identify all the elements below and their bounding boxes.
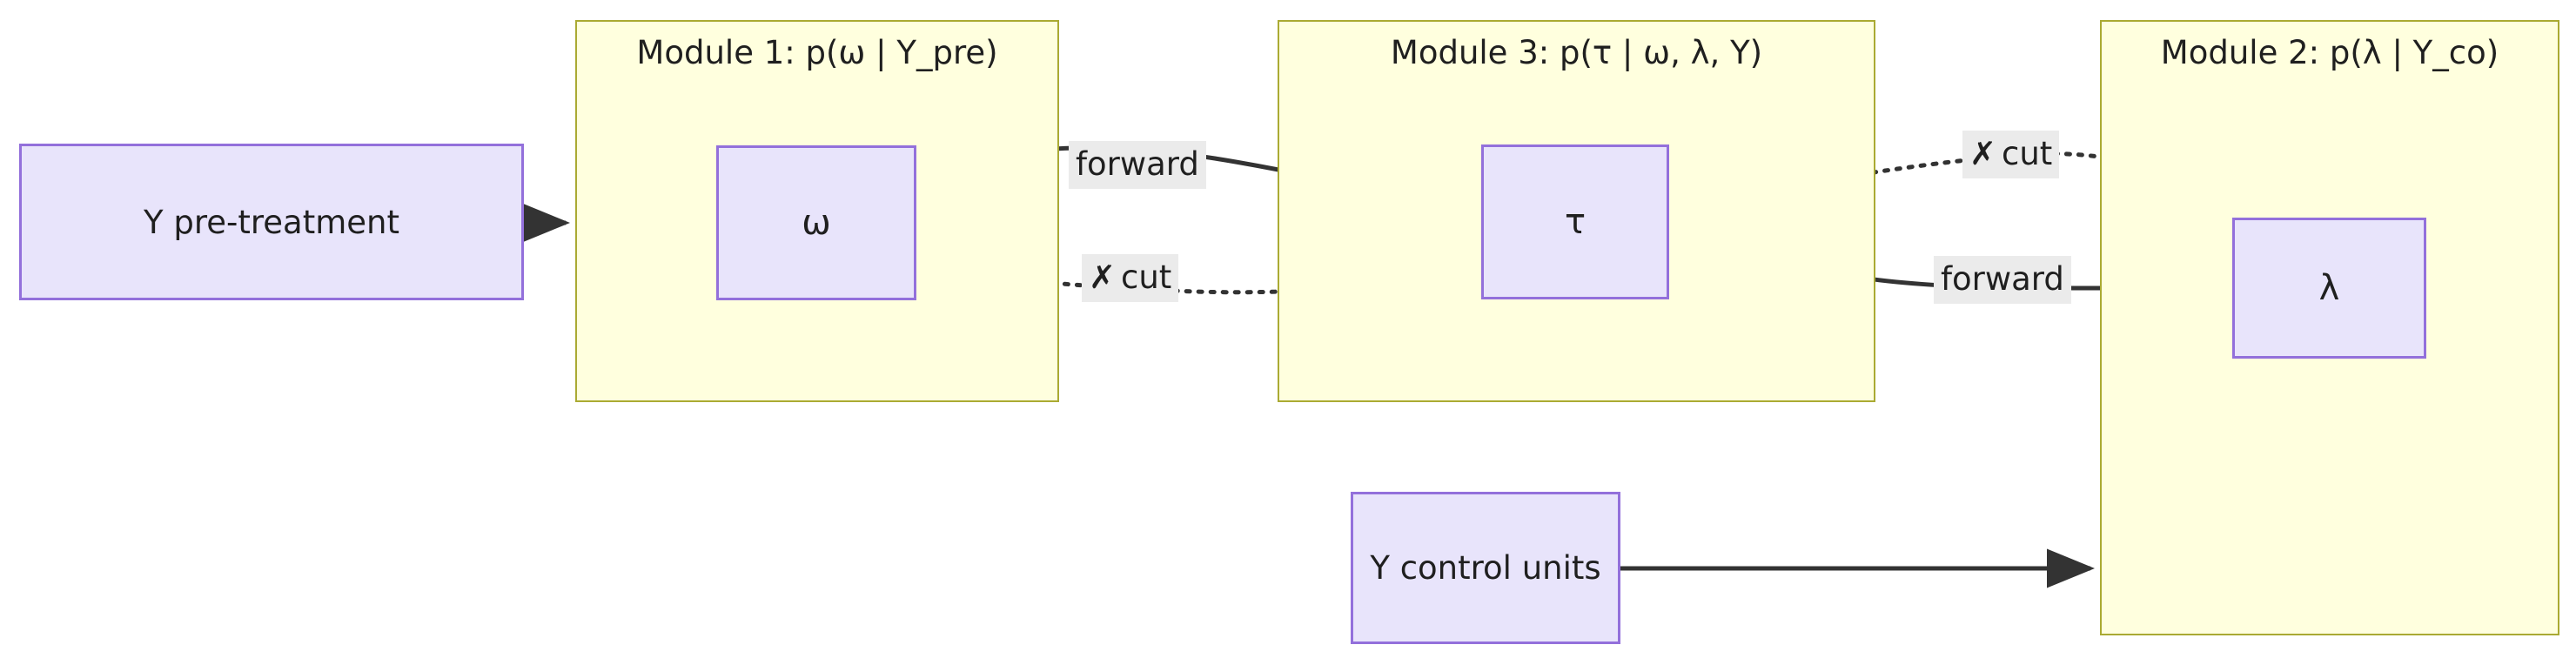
cut-mark-icon-tau-omega: ✗: [1089, 259, 1117, 296]
node-label-tau: τ: [1564, 202, 1587, 242]
edge-label-text-forward-lambda-tau: forward: [1941, 260, 2064, 298]
module-title-module2: Module 2: p(λ | Y_co): [2160, 34, 2499, 71]
node-omega[interactable]: ω: [716, 145, 916, 300]
node-label-y-control-units: Y control units: [1370, 549, 1601, 587]
edge-label-text-forward-omega-tau: forward: [1076, 145, 1199, 183]
edge-label-tau-to-omega: ✗cut: [1082, 254, 1179, 302]
edge-label-text-cut-tau-lambda: cut: [2002, 135, 2053, 172]
module-title-module1: Module 1: p(ω | Y_pre): [636, 34, 998, 71]
edge-label-text-cut-tau-omega: cut: [1121, 259, 1172, 296]
node-y-control-units[interactable]: Y control units: [1351, 492, 1620, 644]
node-label-lambda: λ: [2318, 268, 2340, 308]
module-container-module3[interactable]: Module 3: p(τ | ω, λ, Y): [1278, 20, 1875, 402]
edge-label-lambda-to-tau: forward: [1934, 256, 2071, 304]
edge-label-tau-to-lambda: ✗cut: [1962, 131, 2060, 178]
node-tau[interactable]: τ: [1481, 144, 1669, 299]
node-y-pre-treatment[interactable]: Y pre-treatment: [19, 144, 524, 300]
edge-label-omega-to-tau: forward: [1069, 141, 1206, 189]
cut-mark-icon-tau-lambda: ✗: [1969, 135, 1997, 172]
node-label-y-pre-treatment: Y pre-treatment: [144, 203, 399, 241]
module-title-module3: Module 3: p(τ | ω, λ, Y): [1390, 34, 1763, 71]
node-label-omega: ω: [802, 203, 831, 243]
node-lambda[interactable]: λ: [2232, 218, 2426, 359]
